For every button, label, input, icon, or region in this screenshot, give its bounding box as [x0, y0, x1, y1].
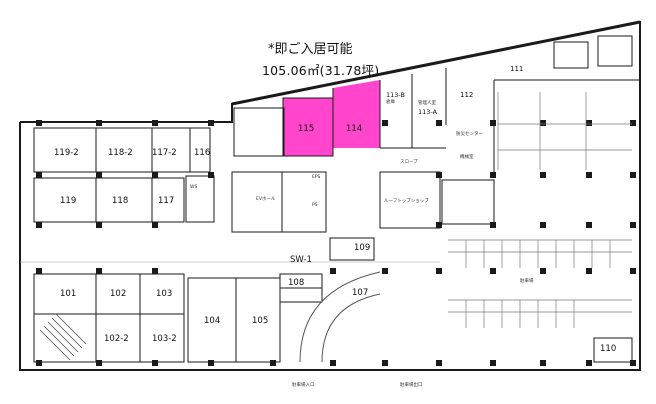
- room-label-118-2: 118-2: [108, 148, 133, 158]
- unit-114-highlight: [333, 80, 380, 148]
- room-label-113b: 113-B: [386, 91, 405, 99]
- label-parking: 駐車場: [520, 277, 534, 284]
- room-label-119-2: 119-2: [54, 148, 79, 158]
- label-ev-hall: EVホール: [256, 196, 276, 202]
- label-ps: PS: [312, 202, 318, 208]
- room-label-102-2: 102-2: [104, 334, 129, 344]
- room-label-117-2: 117-2: [152, 148, 177, 158]
- roof-edge-line: [231, 20, 641, 106]
- room-label-115: 115: [298, 124, 314, 134]
- room-label-118: 118: [112, 196, 128, 206]
- room-label-112: 112: [460, 91, 473, 99]
- label-entrance: 駐車場入口: [292, 381, 315, 388]
- room-label-102: 102: [110, 289, 126, 299]
- unit-115-highlight: [283, 98, 333, 156]
- room-label-117: 117: [158, 196, 174, 206]
- stairs: [39, 313, 87, 361]
- room-label-111: 111: [510, 65, 523, 73]
- room-label-113a: 113-A: [418, 108, 438, 116]
- room-label-119: 119: [60, 196, 76, 206]
- label-eps: EPS: [312, 174, 321, 180]
- room-walls: [33, 35, 640, 363]
- room-label-116: 116: [194, 148, 210, 158]
- availability-headline: *即ご入居可能: [268, 42, 353, 57]
- room-label-114: 114: [346, 124, 362, 134]
- room-label-104: 104: [204, 316, 220, 326]
- label-ws: WS: [190, 184, 197, 190]
- availability-note: *即ご入居可能 105.06㎡(31.78坪): [0, 0, 656, 80]
- ramp-curve-inner: [321, 293, 381, 363]
- label-disaster-center: 防災センター: [456, 130, 483, 137]
- room-label-101: 101: [60, 289, 76, 299]
- availability-area: 105.06㎡(31.78坪): [262, 63, 380, 78]
- room-label-107: 107: [352, 288, 368, 298]
- column-grid: [36, 120, 636, 366]
- room-label-105: 105: [252, 316, 268, 326]
- ramp-curve: [299, 271, 381, 363]
- label-storage: 倉庫: [386, 98, 395, 105]
- label-shop: ルーフトップショップ: [384, 198, 429, 204]
- label-machine: 機械室: [460, 153, 474, 160]
- room-label-110: 110: [600, 344, 616, 354]
- parking-stalls: [448, 92, 632, 328]
- room-label-109: 109: [354, 243, 370, 253]
- label-slope: スロープ: [400, 159, 418, 165]
- room-label-sw1: SW-1: [290, 255, 312, 265]
- label-exit: 駐車場出口: [400, 381, 423, 388]
- room-label-108: 108: [288, 278, 304, 288]
- label-manager-room: 管理人室: [418, 99, 436, 106]
- room-label-103: 103: [156, 289, 172, 299]
- room-label-103-2: 103-2: [152, 334, 177, 344]
